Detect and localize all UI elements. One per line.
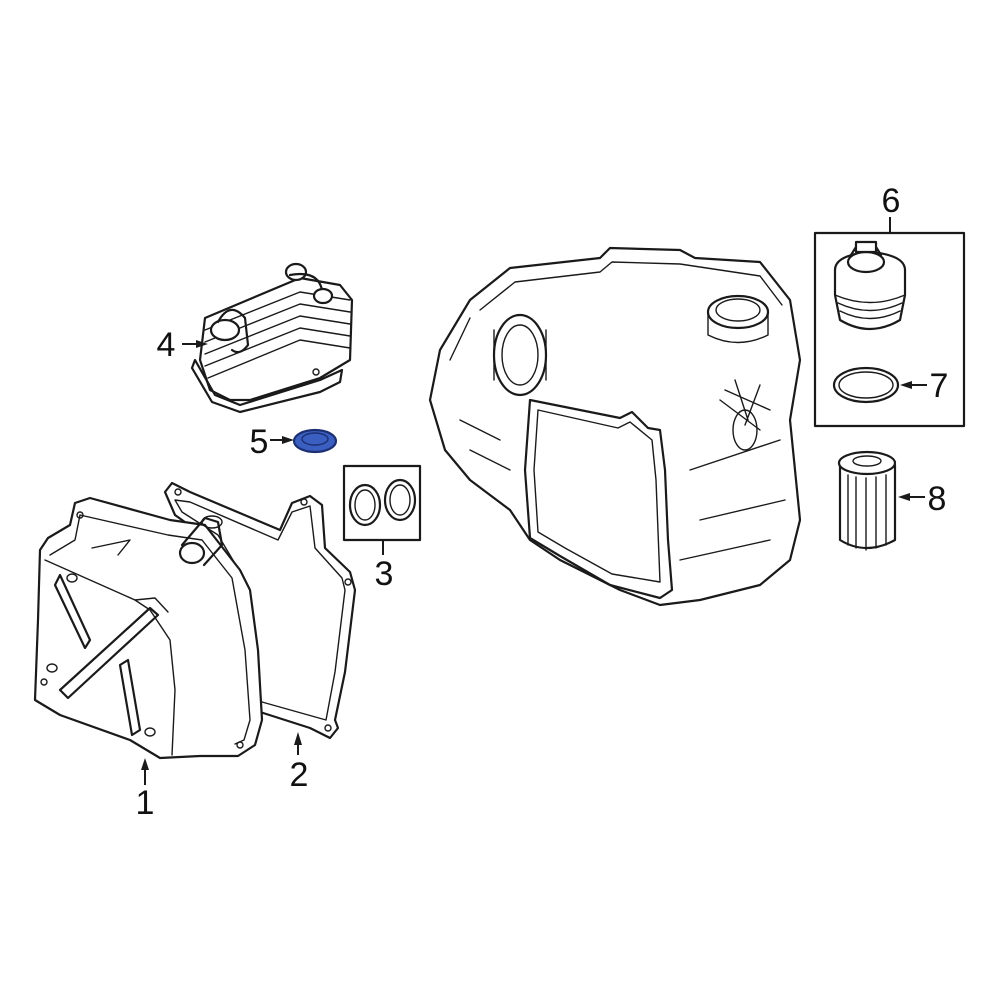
oil-filter-element — [837, 450, 897, 551]
callout-8: 8 — [928, 480, 947, 518]
transmission-case — [428, 246, 802, 607]
callout-3: 3 — [375, 555, 394, 593]
callout-7: 7 — [930, 367, 949, 405]
oil-cooler — [190, 262, 354, 414]
callout-6: 6 — [882, 182, 901, 220]
o-ring-kit — [342, 464, 422, 542]
callout-4: 4 — [157, 326, 176, 364]
callout-2: 2 — [290, 756, 309, 794]
callout-leaders — [141, 340, 927, 785]
oil-pan — [33, 496, 264, 760]
seal-highlighted — [292, 428, 338, 454]
callout-5: 5 — [250, 423, 269, 461]
filter-housing-kit — [813, 217, 966, 428]
callout-1: 1 — [136, 784, 155, 822]
